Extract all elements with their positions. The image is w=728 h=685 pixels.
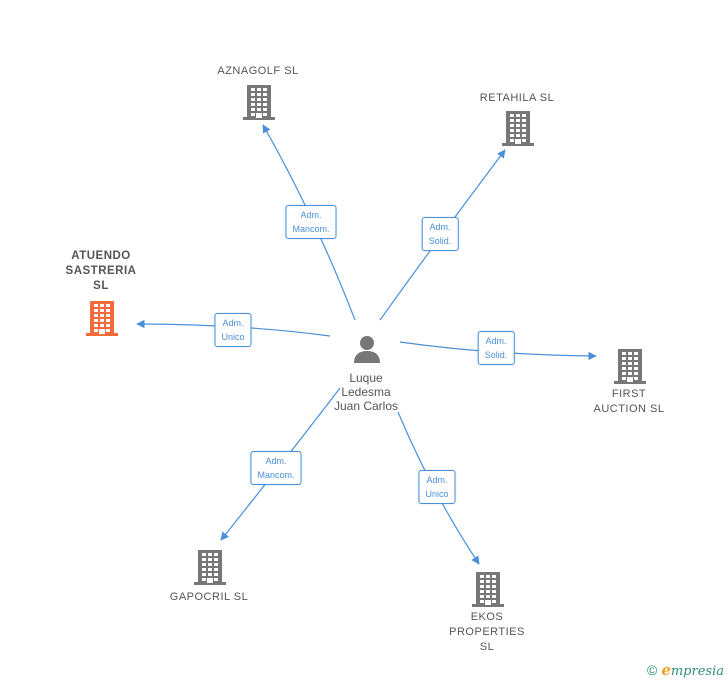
copyright-symbol: ©	[646, 662, 658, 678]
person-icon	[354, 336, 380, 363]
company-label-atuendo[interactable]: ATUENDO SASTRERIA SL	[65, 250, 137, 292]
building-icon[interactable]	[85, 300, 119, 341]
company-label-aznagolf[interactable]: AZNAGOLF SL	[217, 65, 299, 77]
person-node[interactable]	[352, 334, 382, 369]
company-label-gapocril[interactable]: GAPOCRIL SL	[169, 591, 249, 603]
building-icon[interactable]	[242, 84, 276, 125]
company-label-retahila[interactable]: RETAHILA SL	[479, 92, 555, 104]
role-badge-atuendo[interactable]: Adm. Unico	[214, 313, 252, 347]
company-label-ekos[interactable]: EKOS PROPERTIES SL	[449, 611, 525, 653]
building-icon[interactable]	[501, 110, 535, 151]
role-badge-aznagolf[interactable]: Adm. Mancom.	[285, 205, 337, 239]
building-icon[interactable]	[613, 348, 647, 389]
person-name[interactable]: Luque Ledesma Juan Carlos	[333, 371, 399, 413]
role-badge-gapocril[interactable]: Adm. Mancom.	[250, 451, 302, 485]
role-badge-ekos[interactable]: Adm. Unico	[418, 470, 456, 504]
empresia-logo[interactable]: empresia	[661, 661, 724, 679]
company-label-first-auction[interactable]: FIRST AUCTION SL	[593, 388, 665, 415]
role-badge-retahila[interactable]: Adm. Solid.	[421, 217, 459, 251]
footer-brand: © empresia	[647, 661, 724, 679]
building-icon[interactable]	[471, 571, 505, 612]
building-icon[interactable]	[193, 549, 227, 590]
role-badge-first-auction[interactable]: Adm. Solid.	[477, 331, 515, 365]
